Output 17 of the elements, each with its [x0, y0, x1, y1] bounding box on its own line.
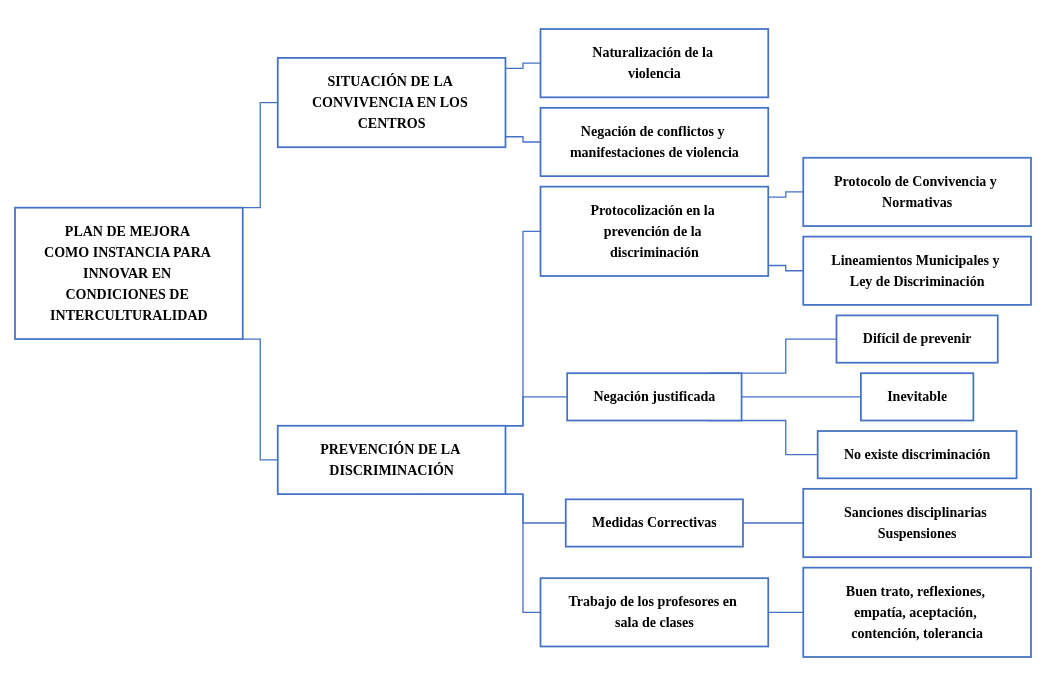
node-box: Negación justificada: [566, 372, 743, 422]
node-box: Negación de conflictos y manifestaciones de violencia: [539, 106, 770, 178]
node-box: Sanciones disciplinarias Suspensiones: [802, 487, 1032, 559]
node-box: PLAN DE MEJORA COMO INSTANCIA PARA INNOVAR EN CONDICIONES DE INTERCULTURALIDAD: [14, 206, 244, 340]
node-box: Medidas Correctivas: [564, 498, 744, 548]
node-box: Trabajo de los profesores en sala de clases: [539, 577, 770, 648]
node-box: Buen trato, reflexiones, empatía, aceptación, contención, tolerancia: [802, 566, 1032, 658]
node-box: PREVENCIÓN DE LA DISCRIMINACIÓN: [276, 424, 507, 495]
node-box: Protocolización en la prevención de la discriminación: [539, 185, 770, 277]
node-box: Difícil de prevenir: [835, 314, 999, 364]
node-box: Protocolo de Convivencia y Normativas: [802, 156, 1032, 227]
node-box: No existe discriminación: [816, 430, 1018, 480]
node-box: Lineamientos Municipales y Ley de Discriminación: [802, 235, 1032, 306]
node-box: Naturalización de la violencia: [539, 28, 770, 99]
connector: [742, 522, 804, 524]
node-box: Inevitable: [860, 372, 975, 422]
node-box: SITUACIÓN DE LA CONVIVENCIA EN LOS CENTROS: [276, 57, 507, 149]
